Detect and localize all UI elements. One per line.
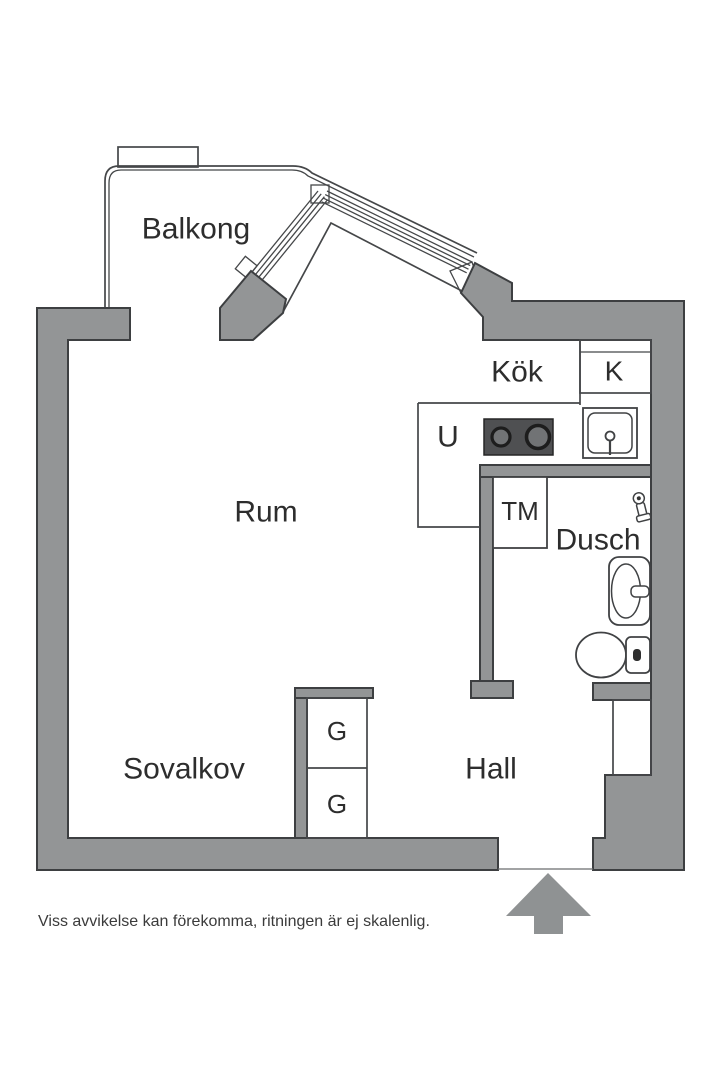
burner-right bbox=[524, 423, 552, 451]
window-peak-frame bbox=[310, 184, 330, 204]
label-washer-tm: TM bbox=[501, 496, 539, 526]
wall-balcony-left-stub bbox=[219, 269, 288, 341]
disclaimer-text: Viss avvikelse kan förekomma, ritningen … bbox=[38, 913, 430, 930]
balcony-outline bbox=[104, 146, 478, 309]
room-label-sleeping-alcove: Sovalkov bbox=[123, 753, 245, 786]
room-label-shower: Dusch bbox=[555, 524, 640, 557]
hall-niche bbox=[612, 699, 652, 776]
washing-machine-box bbox=[492, 476, 548, 549]
room-label-room: Rum bbox=[234, 496, 297, 529]
burner-left bbox=[490, 426, 512, 448]
wall-wardrobe-cap bbox=[294, 687, 374, 699]
wall-left-bottom bbox=[36, 307, 499, 871]
walls bbox=[36, 261, 685, 871]
wardrobe-boxes bbox=[306, 697, 368, 839]
wall-bathroom-west bbox=[479, 476, 494, 682]
wall-bathroom-west-foot bbox=[470, 680, 514, 699]
wall-bathroom-bottom bbox=[592, 682, 652, 701]
room-label-hall: Hall bbox=[465, 753, 517, 786]
sink-icon bbox=[582, 407, 638, 459]
label-wardrobe-g1: G bbox=[327, 716, 347, 746]
label-oven-u: U bbox=[437, 421, 459, 454]
label-wardrobe-g2: G bbox=[327, 789, 347, 819]
room-label-kitchen: Kök bbox=[491, 356, 544, 389]
entrance-arrow-icon bbox=[506, 873, 591, 934]
wall-top-right bbox=[459, 261, 685, 871]
wall-wardrobe-partition bbox=[294, 687, 308, 839]
shower-icon bbox=[632, 492, 652, 523]
wall-bathroom-top bbox=[479, 464, 652, 478]
toilet-icon bbox=[575, 631, 651, 679]
kitchen-layout-lines bbox=[417, 339, 652, 528]
stove-icon bbox=[483, 418, 554, 456]
room-label-balcony: Balkong bbox=[142, 213, 250, 246]
balcony-tab bbox=[117, 146, 199, 168]
label-closet-k: K bbox=[605, 356, 624, 387]
closet-k-box bbox=[579, 339, 652, 394]
kitchen-floor-boundary bbox=[417, 403, 480, 528]
washbasin-icon bbox=[608, 556, 651, 626]
window-inner-sill-line bbox=[282, 221, 463, 313]
